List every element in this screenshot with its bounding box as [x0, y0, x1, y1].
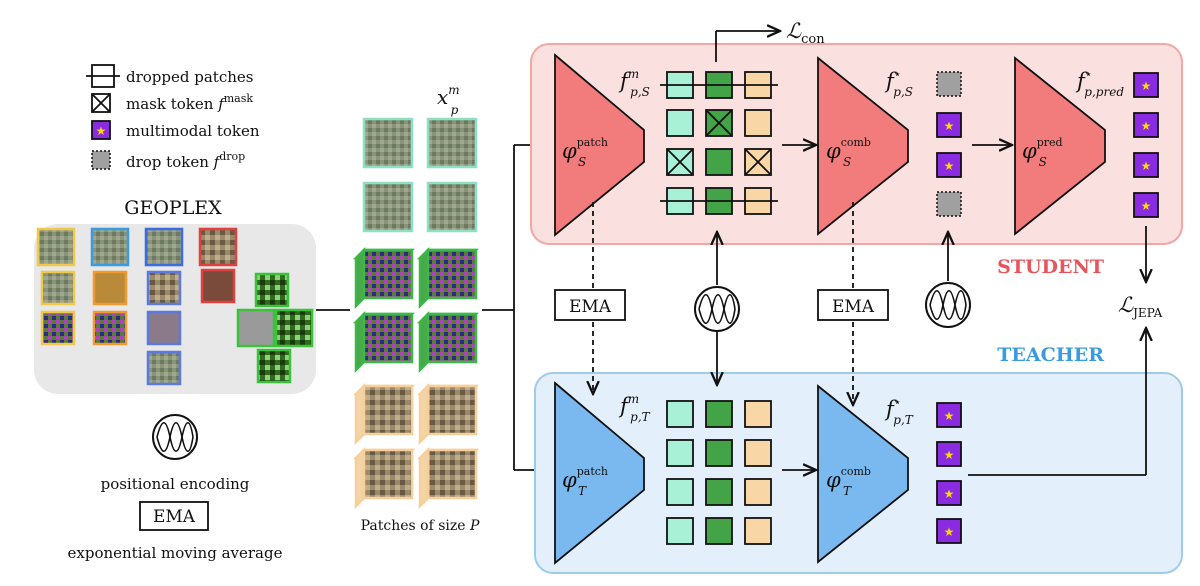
teacher-to-jepa-arrow [968, 328, 1146, 476]
teacher-label: TEACHER [997, 344, 1104, 366]
legend-dropped-label: dropped patches [126, 68, 253, 86]
svg-text:★: ★ [944, 487, 955, 501]
svg-text:★: ★ [944, 525, 955, 539]
dropped-patches-icon [86, 64, 120, 88]
predicted-features-label: f⋆p,pred [1075, 67, 1124, 99]
svg-text:★: ★ [944, 119, 955, 133]
geoplex-panel [34, 224, 316, 394]
legend-ema-box [139, 501, 209, 531]
student-combiner [817, 56, 909, 236]
positional-encoding-icon [925, 232, 971, 328]
student-combined-features-label: f⋆p,S [884, 67, 913, 99]
svg-text:★: ★ [1141, 159, 1152, 173]
svg-text:★: ★ [944, 159, 955, 173]
teacher-combined-tokens: ★ ★ ★ ★ [936, 402, 962, 544]
con-loss-arrow [715, 31, 780, 62]
legend: dropped patches mask token fmask ★ multi… [86, 64, 260, 171]
student-predictor [1014, 56, 1106, 236]
student-token-grid [660, 71, 778, 215]
svg-text:★: ★ [1141, 79, 1152, 93]
svg-text:★: ★ [944, 448, 955, 462]
positional-encoding-icon [694, 232, 740, 385]
geoplex-tiles [36, 227, 314, 386]
patch-cubes [352, 117, 480, 510]
teacher-combiner [817, 384, 909, 564]
legend-ema-box-label: EMA [153, 507, 196, 527]
drop-token-icon [91, 150, 111, 170]
legend-multimodal-label: multimodal token [126, 122, 260, 140]
svg-text:★: ★ [944, 409, 955, 423]
patches-caption: Patches of size P [361, 518, 480, 534]
legend-ema-description: exponential moving average [68, 544, 283, 562]
teacher-patch-encoder [554, 381, 645, 565]
jepa-loss-label: ℒJEPA [1118, 293, 1163, 320]
mask-token-icon [91, 93, 111, 113]
con-loss-label: ℒcon [786, 19, 825, 47]
ema-link-combiner [817, 202, 889, 405]
teacher-combined-features-label: f⋆p,T [884, 395, 914, 427]
student-patch-encoder [554, 53, 645, 237]
svg-text:★: ★ [96, 124, 107, 138]
legend-positional-encoding: positional encoding [101, 475, 250, 493]
student-label: STUDENT [997, 256, 1104, 278]
student-combined-tokens: ★ ★ [936, 71, 962, 217]
legend-mask-label: mask token fmask [126, 92, 253, 113]
svg-text:★: ★ [1141, 119, 1152, 133]
ema-link-encoder [554, 202, 626, 394]
geoplex-title: GEOPLEX [124, 197, 222, 219]
legend-drop-label: drop token fdrop [126, 150, 245, 171]
ema-combiner-label: EMA [832, 297, 875, 317]
teacher-token-grid [666, 400, 772, 545]
multimodal-token-icon: ★ [91, 120, 111, 140]
svg-text:★: ★ [1141, 199, 1152, 213]
positional-encoding-legend-icon [152, 414, 198, 460]
predicted-tokens: ★ ★ ★ ★ [1133, 72, 1159, 218]
ema-encoder-label: EMA [569, 297, 612, 317]
